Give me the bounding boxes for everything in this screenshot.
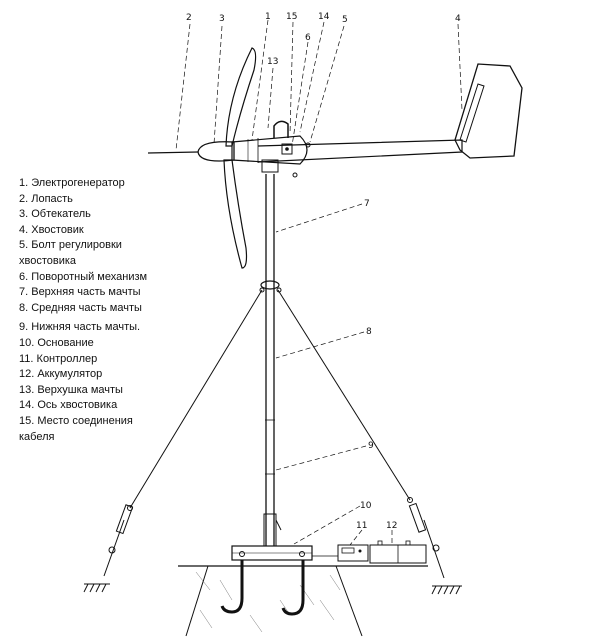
legend-item-generator: 1. Электрогенератор <box>19 177 125 189</box>
callout-5: 5 <box>342 15 348 25</box>
legend-item-cable-joint: 15. Место соединения кабеля <box>19 414 133 443</box>
blade-upper <box>225 47 257 147</box>
callout-13: 13 <box>267 57 278 67</box>
controller <box>312 544 369 562</box>
legend-item-middle-mast: 8. Средняя часть мачты <box>19 301 142 314</box>
callout-9: 9 <box>368 441 374 451</box>
legend-item-swivel: 6. Поворотный механизм <box>19 270 148 283</box>
callout-15: 15 <box>286 12 297 22</box>
blade-lower <box>223 159 248 269</box>
nacelle <box>231 120 463 178</box>
foundation <box>178 560 428 637</box>
legend-item-controller: 11. Контроллер <box>19 352 98 365</box>
legend-item-upper-mast: 7. Верхняя часть мачты <box>19 286 141 299</box>
callout-2: 2 <box>186 13 192 23</box>
base-plate <box>231 513 313 561</box>
leader-lines <box>175 19 463 546</box>
callout-12: 12 <box>386 521 397 531</box>
parts-legend: 1. Электрогенератор 2. Лопасть 3. Обтека… <box>19 176 189 445</box>
battery <box>369 540 427 564</box>
anchor-bolt-left <box>220 560 244 614</box>
callout-labels: 2 3 1 15 14 6 5 4 13 7 8 9 10 11 12 <box>186 12 461 531</box>
callout-4: 4 <box>455 14 461 24</box>
legend-item-battery: 12. Аккумулятор <box>19 368 103 381</box>
callout-11: 11 <box>356 521 367 531</box>
legend-item-blade: 2. Лопасть <box>19 192 73 205</box>
callout-7: 7 <box>364 199 370 209</box>
legend-item-mast-top: 13. Верхушка мачты <box>19 383 123 396</box>
callout-3: 3 <box>219 14 225 24</box>
anchor-bolt-right <box>281 560 305 616</box>
rotor-blades <box>223 47 257 269</box>
callout-6: 6 <box>305 33 311 43</box>
nose-cone <box>147 141 235 162</box>
foundation-hatching <box>195 571 341 633</box>
legend-item-fairing: 3. Обтекатель <box>19 208 91 221</box>
callout-14: 14 <box>318 12 330 22</box>
guy-wires <box>83 289 462 595</box>
tail-fin <box>454 63 523 159</box>
legend-item-base: 10. Основание <box>19 336 94 349</box>
callout-8: 8 <box>366 327 372 337</box>
legend-item-tail-bolt: 5. Болт регулировки хвостовика <box>19 239 122 267</box>
callout-10: 10 <box>360 501 372 511</box>
legend-item-tail-axis: 14. Ось хвостовика <box>19 399 118 412</box>
legend-item-lower-mast: 9. Нижняя часть мачты. <box>19 321 141 334</box>
callout-1: 1 <box>265 12 271 22</box>
legend-item-tail: 4. Хвостовик <box>19 223 84 236</box>
mast <box>259 174 282 546</box>
